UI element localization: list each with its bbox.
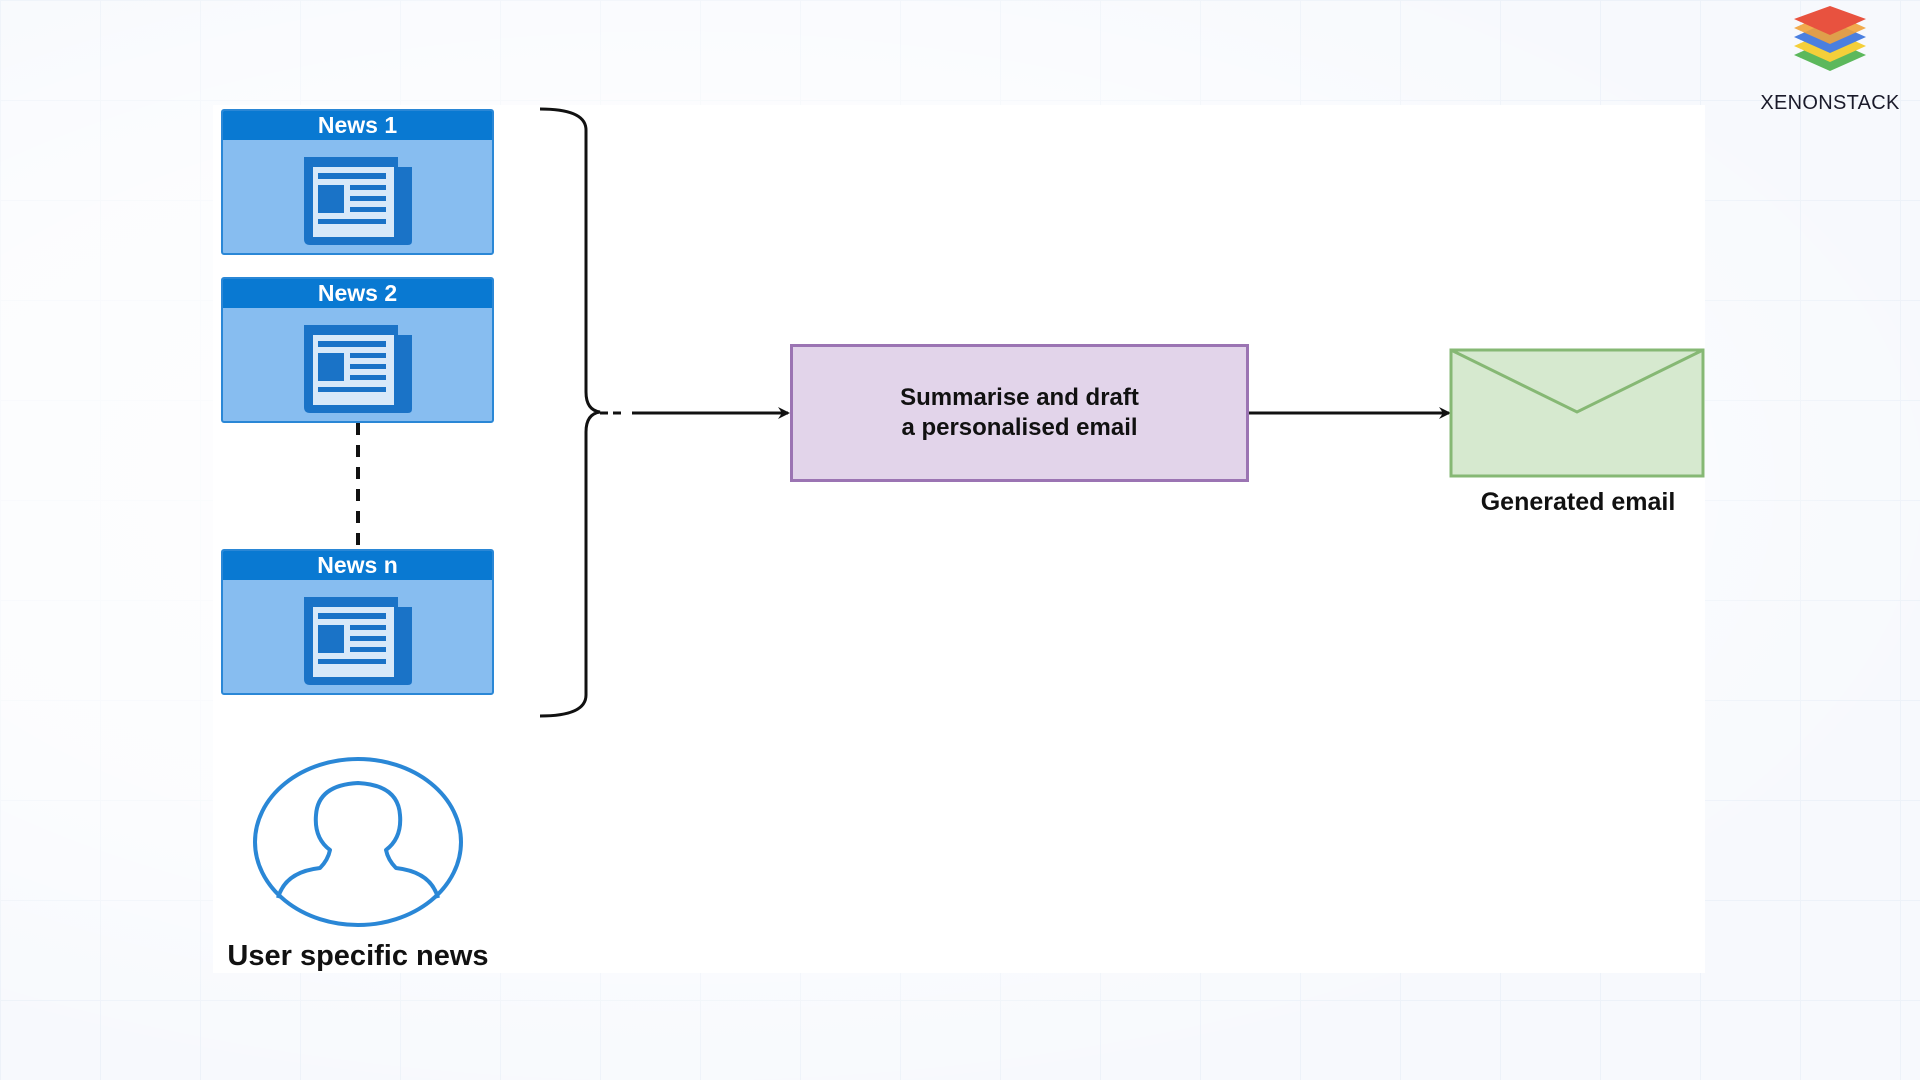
envelope-icon [1449, 348, 1705, 478]
process-label-line-1: Summarise and draft [900, 384, 1139, 411]
news-card-n: News n [221, 549, 494, 695]
summarise-process-box: Summarise and draft a personalised email [790, 344, 1249, 482]
news-card-1: News 1 [221, 109, 494, 255]
news-card-title: News 2 [223, 279, 492, 308]
newspaper-icon [304, 597, 412, 685]
process-label-line-2: a personalised email [901, 414, 1138, 441]
newspaper-icon [304, 325, 412, 413]
newspaper-icon [304, 157, 412, 245]
user-specific-news-label: User specific news [227, 940, 489, 972]
xenonstack-logo-icon [1794, 6, 1866, 71]
news-card-title: News 1 [223, 111, 492, 140]
generated-email-label: Generated email [1480, 488, 1676, 516]
news-card-title: News n [223, 551, 492, 580]
user-icon [253, 757, 463, 927]
brand-name: XENONSTACK [1760, 92, 1900, 114]
grouping-brace [539, 107, 601, 718]
news-card-2: News 2 [221, 277, 494, 423]
